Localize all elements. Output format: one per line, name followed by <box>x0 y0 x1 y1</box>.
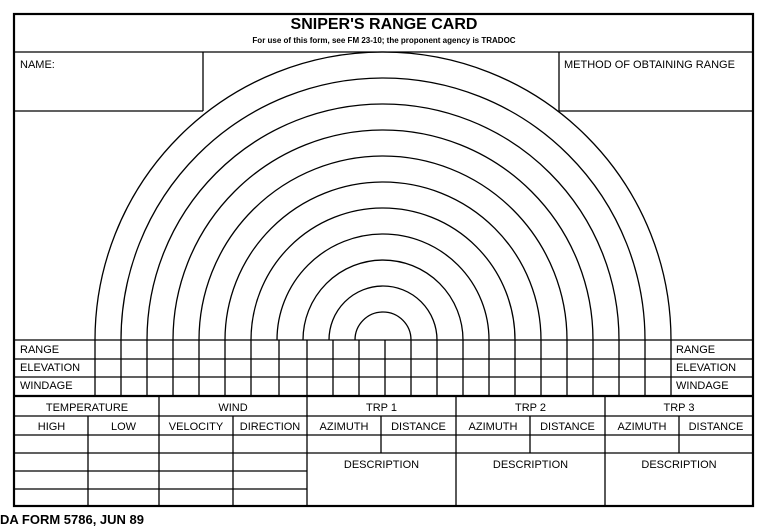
trp2-distance-header: DISTANCE <box>540 421 595 433</box>
range-arc-4 <box>198 155 568 341</box>
trp3-distance-header: DISTANCE <box>688 421 744 433</box>
range-label-right: RANGE <box>676 344 716 356</box>
elevation-label-left: ELEVATION <box>20 362 81 374</box>
trp1-azimuth-header: AZIMUTH <box>319 421 369 433</box>
range-arc-10 <box>354 311 412 341</box>
elevation-label-right: ELEVATION <box>676 362 737 374</box>
method-label: METHOD OF OBTAINING RANGE <box>564 59 735 71</box>
range-arc-8 <box>302 259 464 341</box>
trp3-azimuth-header: AZIMUTH <box>617 421 667 433</box>
windage-label-left: WINDAGE <box>20 380 73 392</box>
high-header: HIGH <box>37 421 66 433</box>
velocity-header: VELOCITY <box>168 421 224 433</box>
range-arc-9 <box>328 285 438 341</box>
range-arc-7 <box>276 233 490 341</box>
form-border <box>12 12 755 508</box>
temperature-header: TEMPERATURE <box>45 402 129 414</box>
wind-header: WIND <box>218 402 248 414</box>
range-arc-1 <box>120 77 646 341</box>
trp1-description-label: DESCRIPTION <box>343 459 420 471</box>
range-arc-0 <box>94 51 672 341</box>
trp3-header: TRP 3 <box>663 402 695 414</box>
range-arc-6 <box>250 207 516 341</box>
name-field[interactable] <box>15 53 203 111</box>
range-arc-2 <box>146 103 620 341</box>
range-label-left: RANGE <box>20 344 60 356</box>
trp1-distance-header: DISTANCE <box>391 421 446 433</box>
trp2-azimuth-header: AZIMUTH <box>468 421 518 433</box>
range-arc-drawing-area[interactable] <box>15 111 753 339</box>
trp3-description-label: DESCRIPTION <box>641 459 717 471</box>
range-arc-5 <box>224 181 542 341</box>
trp2-description-label: DESCRIPTION <box>492 459 569 471</box>
trp1-header: TRP 1 <box>366 402 397 414</box>
range-arc-3 <box>172 129 594 341</box>
form-number: DA FORM 5786, JUN 89 <box>0 512 145 527</box>
form-title: SNIPER'S RANGE CARD <box>290 16 478 33</box>
direction-header: DIRECTION <box>239 421 301 433</box>
form-subtitle: For use of this form, see FM 23-10; the … <box>252 36 516 45</box>
method-field[interactable] <box>559 53 753 111</box>
windage-label-right: WINDAGE <box>676 380 729 392</box>
name-label: NAME: <box>20 59 55 71</box>
trp2-header: TRP 2 <box>515 402 546 414</box>
low-header: LOW <box>110 421 137 433</box>
